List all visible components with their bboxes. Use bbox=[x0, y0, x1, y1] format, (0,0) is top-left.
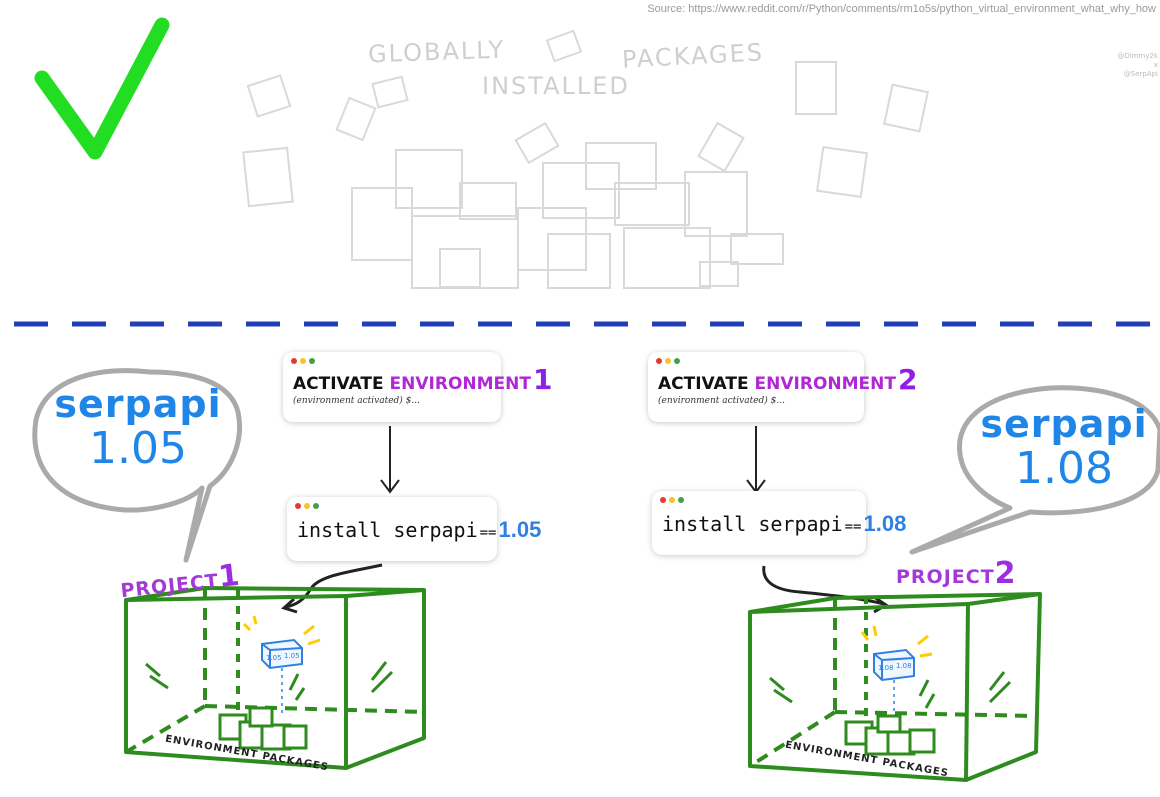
install-command: install serpapi==1.08 bbox=[662, 511, 906, 537]
global-package-box bbox=[246, 74, 292, 118]
global-package-box bbox=[730, 233, 784, 265]
yellow-dot-icon bbox=[300, 358, 306, 364]
green-dot-icon bbox=[674, 358, 680, 364]
version-operator: == bbox=[844, 519, 862, 535]
red-dot-icon bbox=[660, 497, 666, 503]
env-packages-right bbox=[844, 714, 936, 756]
watermark-line-1: @Dimmy2k bbox=[1117, 52, 1158, 60]
global-package-box bbox=[411, 215, 519, 289]
window-dots bbox=[295, 503, 319, 509]
activate-card-left: ACTIVATE ENVIRONMENT1 (environment activ… bbox=[283, 352, 552, 422]
install-text: install serpapi bbox=[662, 512, 843, 536]
watermark-line-2: x bbox=[1153, 61, 1158, 69]
source-caption[interactable]: Source: https://www.reddit.com/r/Python/… bbox=[647, 3, 1156, 15]
mini-version-left-b: 1.05 bbox=[284, 652, 300, 660]
project-word: PROJECT bbox=[896, 566, 995, 588]
global-package-box bbox=[585, 142, 657, 190]
global-package-box bbox=[514, 121, 560, 165]
watermark-line-3: @SerpApi bbox=[1123, 70, 1158, 78]
install-text: install serpapi bbox=[297, 518, 478, 542]
project-number: 2 bbox=[994, 556, 1017, 591]
window-dots bbox=[656, 358, 680, 364]
bubble-package-name: serpapi bbox=[54, 382, 222, 426]
global-package-box bbox=[459, 182, 517, 220]
yellow-dot-icon bbox=[669, 497, 675, 503]
global-package-box bbox=[547, 233, 611, 289]
global-package-box bbox=[371, 75, 409, 109]
install-card-right: install serpapi==1.08 bbox=[652, 491, 906, 555]
install-command: install serpapi==1.05 bbox=[297, 517, 541, 543]
global-packages-pile bbox=[242, 29, 929, 289]
install-card-left: install serpapi==1.05 bbox=[287, 497, 541, 561]
global-package-box bbox=[545, 29, 583, 63]
yellow-dot-icon bbox=[665, 358, 671, 364]
global-package-box bbox=[795, 61, 837, 115]
activate-command: ACTIVATE ENVIRONMENT1 bbox=[293, 366, 552, 395]
package-cube-right bbox=[860, 625, 933, 726]
red-dot-icon bbox=[295, 503, 301, 509]
bubble-text-right: serpapi 1.08 bbox=[974, 402, 1154, 492]
glass-box-left bbox=[124, 586, 426, 770]
global-package-box bbox=[517, 207, 587, 271]
environment-word: ENVIRONMENT bbox=[389, 374, 531, 394]
global-package-box bbox=[684, 171, 748, 237]
env-packages-left bbox=[218, 706, 308, 751]
window-dots bbox=[291, 358, 315, 364]
project-label-right: PROJECT2 bbox=[896, 556, 1017, 591]
checkmark-icon bbox=[34, 17, 170, 160]
global-package-box bbox=[614, 182, 690, 226]
watermark-logo: @Dimmy2k x @SerpApi bbox=[1117, 52, 1158, 79]
environment-word: ENVIRONMENT bbox=[754, 374, 896, 394]
green-dot-icon bbox=[313, 503, 319, 509]
green-dot-icon bbox=[309, 358, 315, 364]
green-dot-icon bbox=[678, 497, 684, 503]
global-package-box bbox=[439, 248, 481, 288]
project-number: 1 bbox=[216, 557, 243, 595]
speech-bubble-right bbox=[909, 385, 1160, 555]
activate-card-right: ACTIVATE ENVIRONMENT2 (environment activ… bbox=[648, 352, 917, 422]
environment-number: 2 bbox=[897, 363, 918, 396]
activate-subtext: (environment activated) $... bbox=[293, 396, 420, 406]
global-package-box bbox=[351, 187, 413, 261]
activate-command: ACTIVATE ENVIRONMENT2 bbox=[658, 366, 917, 395]
mini-version-left-a: 1.05 bbox=[266, 654, 282, 662]
global-title-word-1: GLOBALLY bbox=[367, 35, 506, 69]
version-operator: == bbox=[479, 525, 497, 541]
global-package-box bbox=[542, 162, 620, 219]
yellow-dot-icon bbox=[304, 503, 310, 509]
global-package-box bbox=[335, 96, 377, 142]
bubble-version: 1.08 bbox=[1015, 443, 1113, 494]
global-package-box bbox=[883, 83, 929, 133]
glass-box-right bbox=[748, 592, 1042, 782]
global-package-box bbox=[623, 227, 711, 289]
mini-version-right-b: 1.08 bbox=[896, 662, 912, 670]
activate-word: ACTIVATE bbox=[658, 374, 749, 394]
red-dot-icon bbox=[291, 358, 297, 364]
global-package-box bbox=[816, 146, 868, 198]
activate-subtext: (environment activated) $... bbox=[658, 396, 785, 406]
install-version: 1.05 bbox=[498, 517, 542, 542]
global-title-word-3: INSTALLED bbox=[482, 72, 630, 100]
install-version: 1.08 bbox=[863, 511, 907, 536]
bubble-text-left: serpapi 1.05 bbox=[48, 382, 228, 472]
global-package-box bbox=[699, 261, 739, 287]
global-package-box bbox=[697, 121, 745, 173]
global-package-box bbox=[242, 146, 294, 208]
environment-number: 1 bbox=[532, 363, 553, 396]
package-cube-left bbox=[242, 615, 321, 716]
speech-bubble-left bbox=[32, 368, 243, 563]
window-dots bbox=[660, 497, 684, 503]
global-package-box bbox=[395, 149, 463, 209]
mini-version-right-a: 1.08 bbox=[878, 664, 894, 672]
bubble-version: 1.05 bbox=[89, 423, 187, 474]
red-dot-icon bbox=[656, 358, 662, 364]
bubble-package-name: serpapi bbox=[980, 402, 1148, 446]
activate-word: ACTIVATE bbox=[293, 374, 384, 394]
